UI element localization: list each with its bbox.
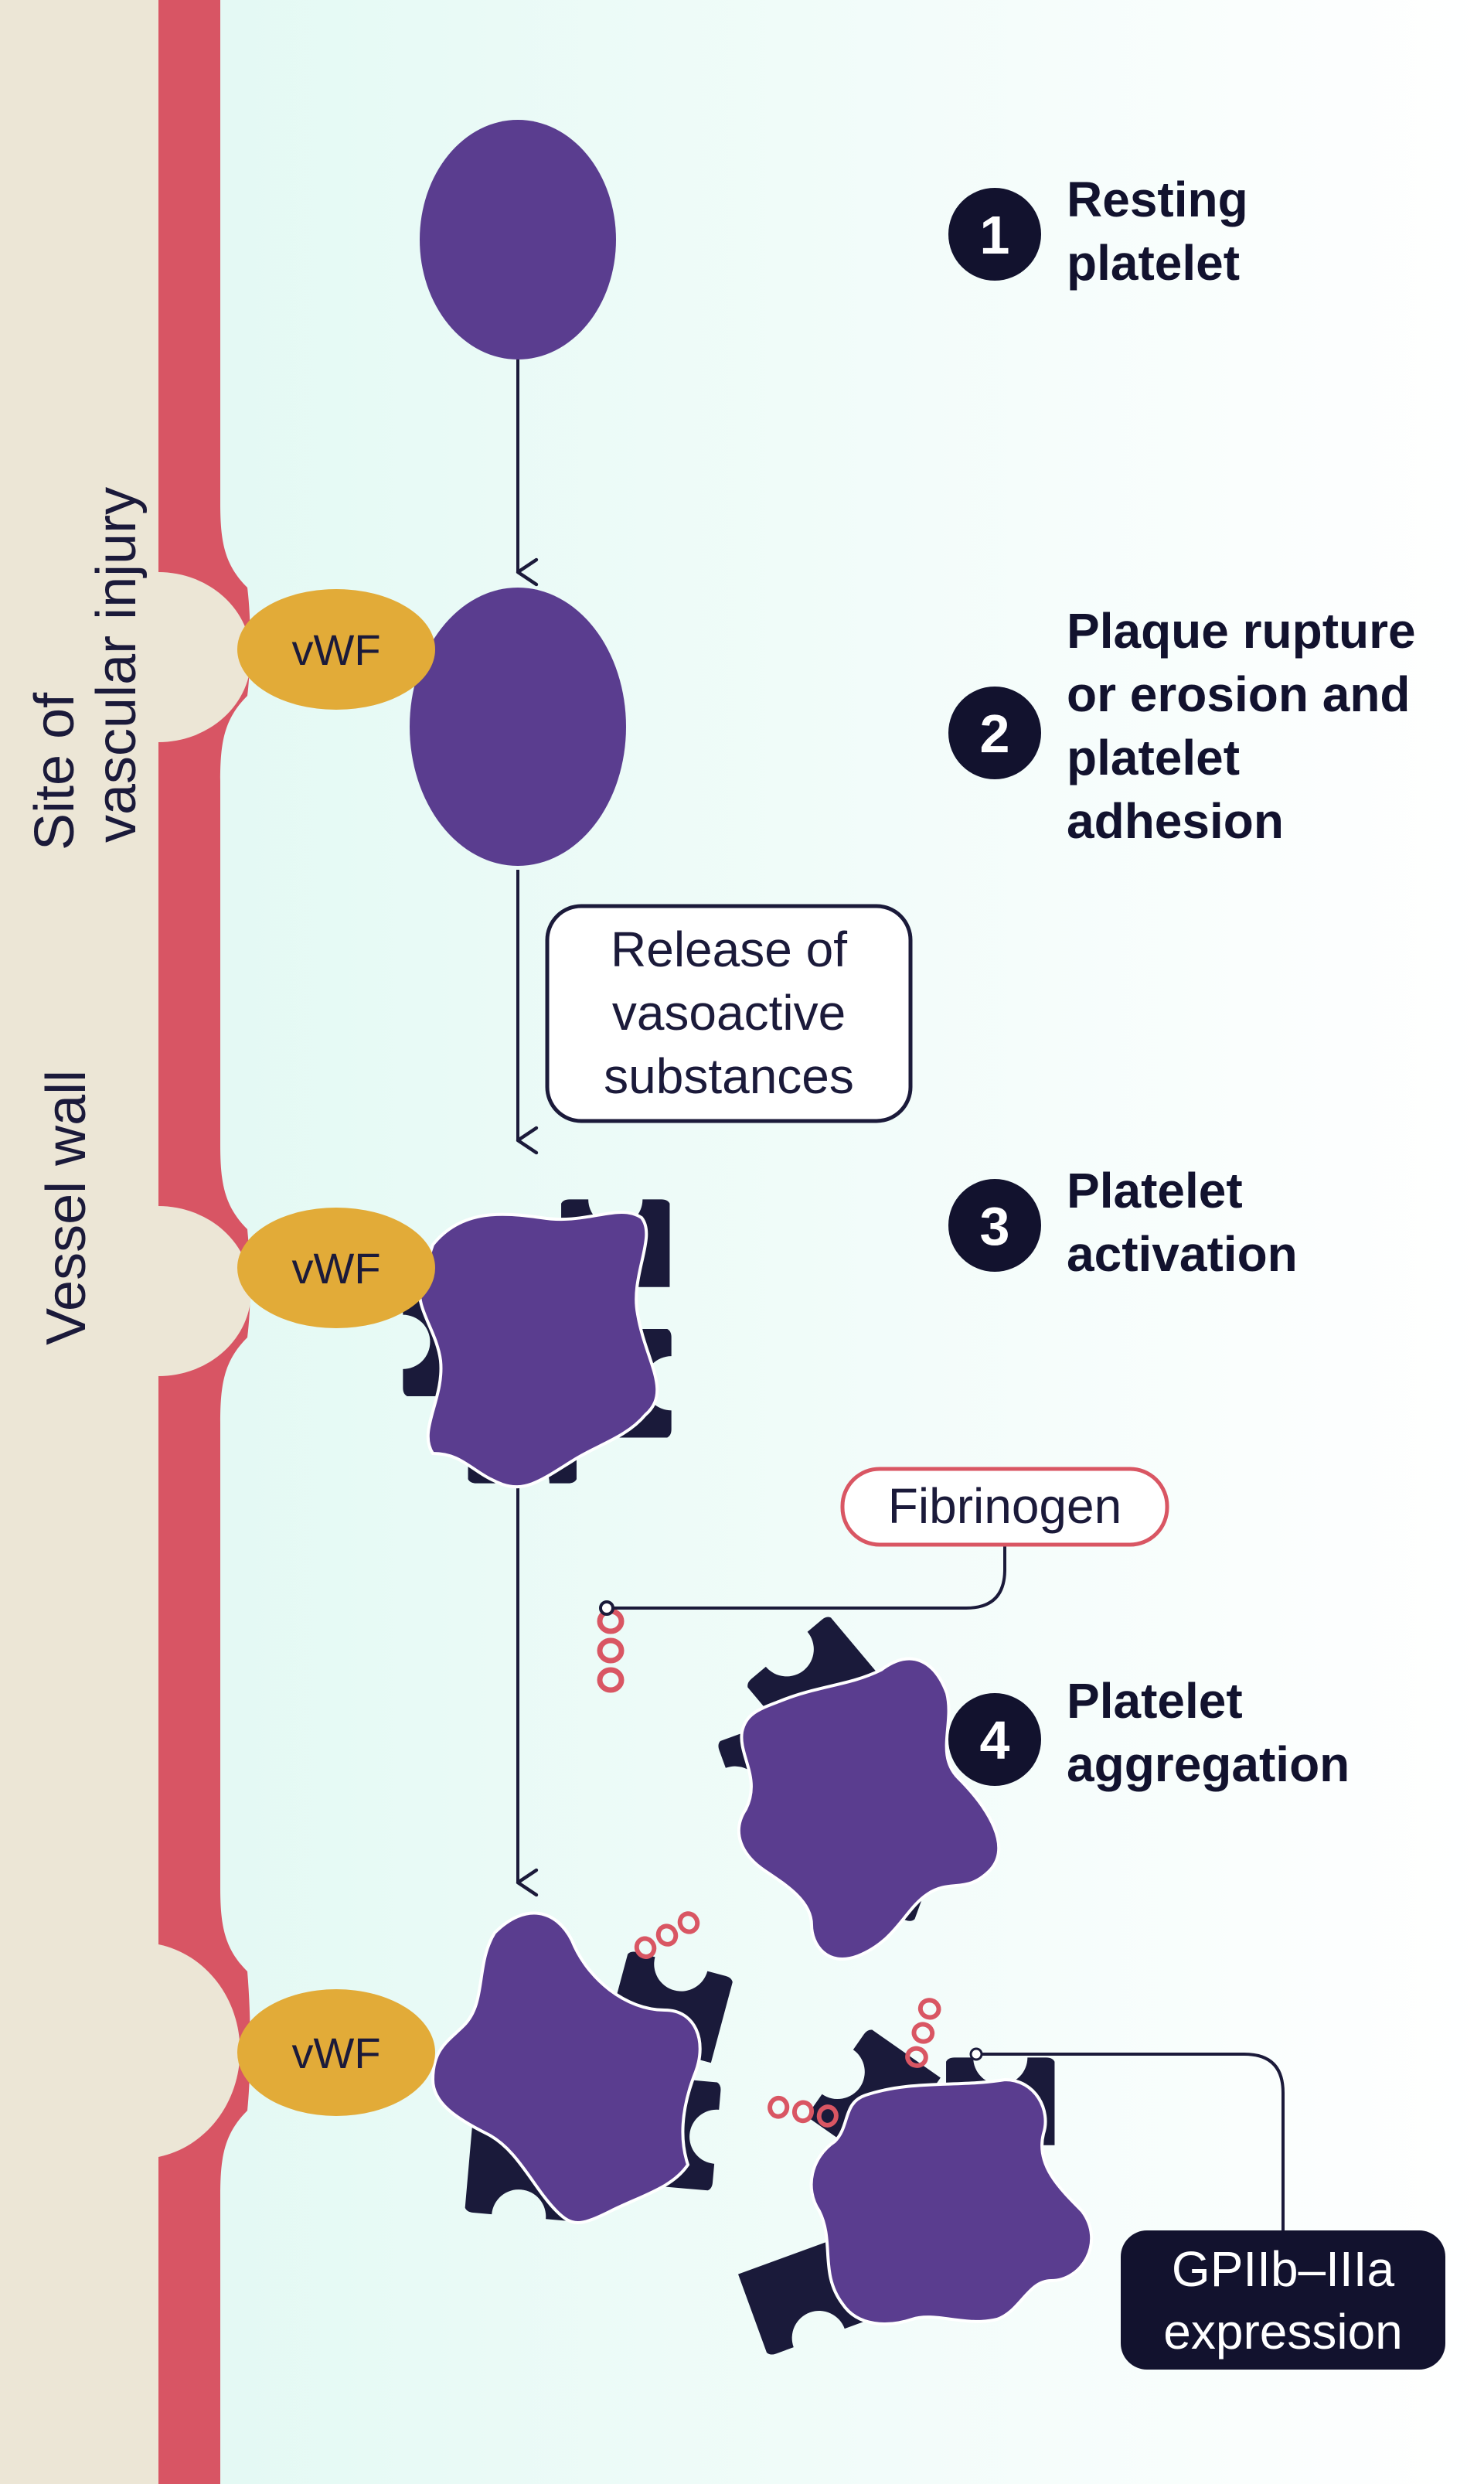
step-2-title-line-2: or erosion and [1067,666,1411,722]
step-3-number: 3 [980,1196,1010,1256]
step-2-title-line-4: adhesion [1067,793,1284,849]
release-line-3: substances [604,1048,854,1104]
vessel-wall-outer [0,0,170,2484]
injury-bump-2 [158,1206,251,1376]
step-4-title-line-2: aggregation [1067,1736,1350,1792]
release-callout-box [545,904,913,1123]
label-vessel-wall: Vessel wall [36,1070,97,1345]
gp-pointer-dot [969,2047,983,2061]
gp-line-1: GPIIb–IIIa [1172,2241,1395,2297]
step-3-badge [948,1179,1041,1272]
vwf-label: vWF [291,2029,380,2077]
vwf-label: vWF [291,625,380,674]
step-4-title-line-1: Platelet [1067,1673,1243,1729]
vwf-step3: vWF [237,1208,435,1328]
vwf-step2: vWF [237,589,435,710]
fibrinogen-pointer-dot [599,1600,614,1616]
release-line-2: vasoactive [612,985,846,1041]
gp-callout-box [1121,2230,1445,2370]
aggregating-platelet-right [738,2027,1094,2357]
injury-bump-1 [158,572,251,742]
step-2: 2 Plaque rupture or erosion and platelet… [948,603,1416,849]
aggregating-platelet-left [431,1911,734,2224]
step-4-badge [948,1693,1041,1786]
fibrinogen-leader-line [613,1546,1006,1610]
step-1-number: 1 [980,205,1010,265]
step-3-title-line-1: Platelet [1067,1163,1243,1218]
release-line-1: Release of [611,922,847,977]
step-3-title-line-2: activation [1067,1226,1298,1282]
label-vascular-injury: vascular injury [86,487,148,843]
fibrinogen-label: Fibrinogen [888,1478,1122,1534]
step-2-badge [948,687,1041,779]
vwf-step4: vWF [237,1989,435,2116]
step-1-title-line-2: platelet [1067,235,1240,291]
aggregating-platelet-top [716,1614,1001,1961]
gp-leader-line [982,2053,1285,2230]
vwf-label: vWF [291,1244,380,1293]
adhered-platelet [410,588,626,866]
step-2-number: 2 [980,704,1010,764]
gp-line-2: expression [1163,2304,1403,2360]
activated-platelet-group [403,1199,672,1489]
step-1: 1 Resting platelet [948,172,1248,291]
resting-platelet [420,120,616,359]
fibrinogen-callout-box [840,1467,1169,1547]
injury-bump-3 [158,1944,240,2157]
step-3: 3 Platelet activation [948,1163,1298,1282]
step-4-number: 4 [980,1710,1010,1770]
activated-platelet [418,1211,659,1489]
step-2-title-line-3: platelet [1067,730,1240,785]
step-1-badge [948,188,1041,281]
label-site-of: Site of [24,692,86,850]
step-1-title-line-1: Resting [1067,172,1248,227]
step-2-title-line-1: Plaque rupture [1067,603,1416,659]
step-4: 4 Platelet aggregation [948,1673,1350,1792]
